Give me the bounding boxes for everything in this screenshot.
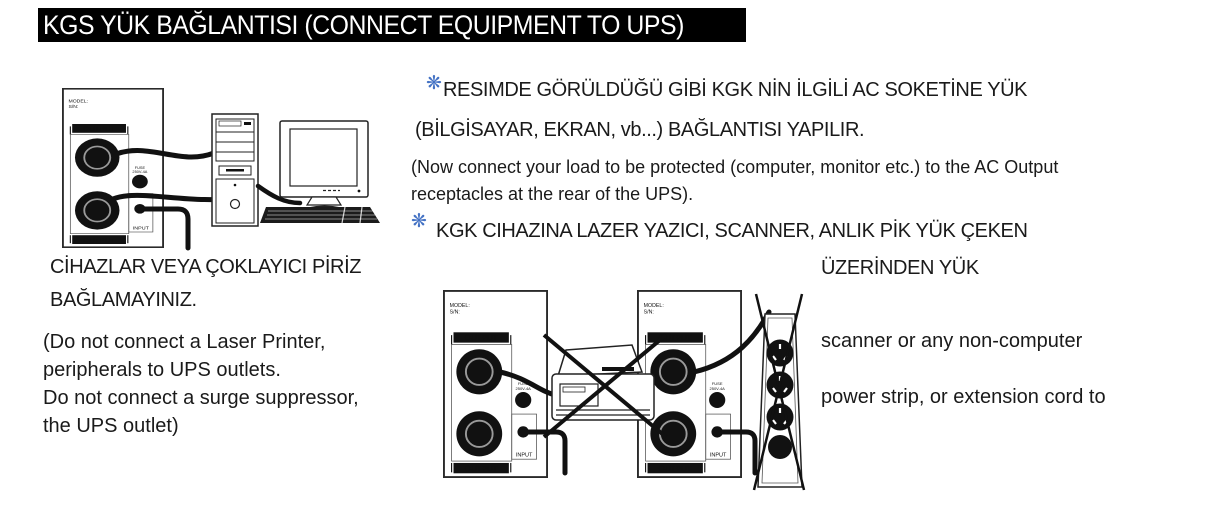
connect-tr-line2: (BİLGİSAYAR, EKRAN, vb...) BAĞLANTISI YA… <box>415 119 865 141</box>
warning-tr-line2-left: CİHAZLAR VEYA ÇOKLAYICI PİRİZ <box>50 256 362 278</box>
strip-socket-blank <box>768 435 792 459</box>
crossed-laser-printer <box>542 333 668 439</box>
asterisk-icon: ❋ <box>426 73 442 94</box>
ups-rear-panel <box>62 88 164 248</box>
crt-monitor <box>279 120 369 215</box>
connect-en-line1: (Now connect your load to be protected (… <box>411 157 1059 177</box>
ups-computer-illustration: MODEL: S/N: OUTPUT FUSE 250V-4A INPUT OU… <box>62 88 380 251</box>
warning-en-line3-right: power strip, or extension cord to <box>821 386 1106 408</box>
connect-tr-line1: RESIMDE GÖRÜLDÜĞÜ GİBİ KGK NİN İLGİLİ AC… <box>443 79 1028 101</box>
ups-printer-powerstrip-illustration <box>443 290 806 491</box>
section-header: KGS YÜK BAĞLANTISI (CONNECT EQUIPMENT TO… <box>38 8 746 42</box>
crossed-power-strip <box>752 293 806 491</box>
warning-en-line3-left: Do not connect a surge suppressor, <box>43 387 359 409</box>
warning-tr-line2-right: ÜZERİNDEN YÜK <box>821 257 979 279</box>
x-cross <box>752 293 806 491</box>
computer-tower <box>211 113 259 227</box>
connect-en-line2: receptacles at the rear of the UPS). <box>411 184 694 204</box>
x-cross <box>542 333 668 439</box>
monitor-cable <box>255 183 303 206</box>
warning-tr-line1: KGK CIHAZINA LAZER YAZICI, SCANNER, ANLI… <box>436 220 1028 242</box>
warning-en-line1-left: (Do not connect a Laser Printer, <box>43 331 326 353</box>
warning-en-line4-left: the UPS outlet) <box>43 415 179 437</box>
warning-tr-line3: BAĞLAMAYINIZ. <box>50 289 197 311</box>
warning-en-line2-left: peripherals to UPS outlets. <box>43 359 281 381</box>
asterisk-icon: ❋ <box>411 211 427 232</box>
keyboard <box>260 206 380 224</box>
page-title: KGS YÜK BAĞLANTISI (CONNECT EQUIPMENT TO… <box>43 9 684 40</box>
warning-en-line1-right: scanner or any non-computer <box>821 330 1083 352</box>
